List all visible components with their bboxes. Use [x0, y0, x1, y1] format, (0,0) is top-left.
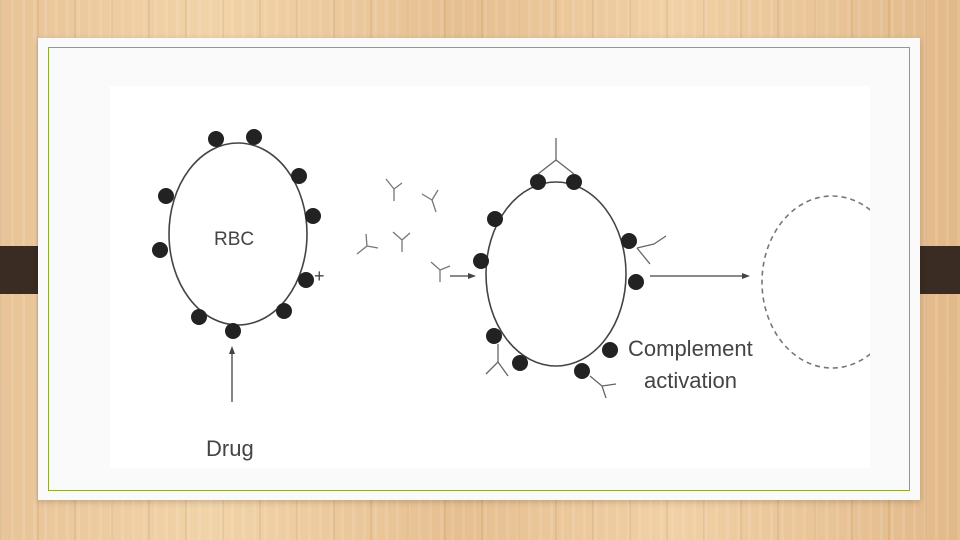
drug-dot	[191, 309, 207, 325]
drug-dot	[305, 208, 321, 224]
drug-dot	[276, 303, 292, 319]
drug-dot	[566, 174, 582, 190]
free-antibodies	[357, 179, 450, 282]
lysed-rbc-outline	[762, 196, 870, 368]
rbc-label: RBC	[214, 229, 254, 250]
immune-hemolysis-diagram: RBC Drug +	[110, 86, 870, 468]
drug-dot	[225, 323, 241, 339]
drug-dot	[602, 342, 618, 358]
antibody-icon	[431, 262, 450, 282]
antibody-icon	[386, 179, 402, 201]
drug-dot	[158, 188, 174, 204]
drug-dot	[487, 211, 503, 227]
drug-dot	[486, 328, 502, 344]
drug-dot	[208, 131, 224, 147]
complement-label-line1: Complement	[628, 336, 753, 361]
drug-arrowhead	[229, 346, 235, 354]
antibody-icon	[357, 234, 378, 254]
drug-dot	[621, 233, 637, 249]
rbc-cell-with-drug: RBC Drug	[152, 129, 321, 461]
antibody-icon	[637, 236, 666, 264]
complement-label-line2: activation	[644, 368, 737, 393]
drug-dot	[512, 355, 528, 371]
drug-label: Drug	[206, 436, 254, 461]
drug-dot	[298, 272, 314, 288]
drug-dot	[246, 129, 262, 145]
drug-dot	[152, 242, 168, 258]
antibody-icon	[590, 376, 616, 398]
drug-dot	[628, 274, 644, 290]
antibody-icon	[538, 138, 574, 174]
reaction-arrow-1	[450, 273, 476, 279]
drug-dot	[473, 253, 489, 269]
plus-sign: +	[314, 266, 325, 286]
antibody-icon	[422, 190, 438, 212]
drug-dot	[291, 168, 307, 184]
antibody-icon	[393, 232, 410, 252]
drug-dot	[530, 174, 546, 190]
drug-dot	[574, 363, 590, 379]
diagram-figure: RBC Drug +	[110, 86, 870, 468]
antibody-icon	[486, 344, 508, 376]
reaction-arrow-2	[650, 273, 750, 279]
rbc-membrane	[486, 182, 626, 366]
slide-card: RBC Drug +	[38, 38, 920, 500]
